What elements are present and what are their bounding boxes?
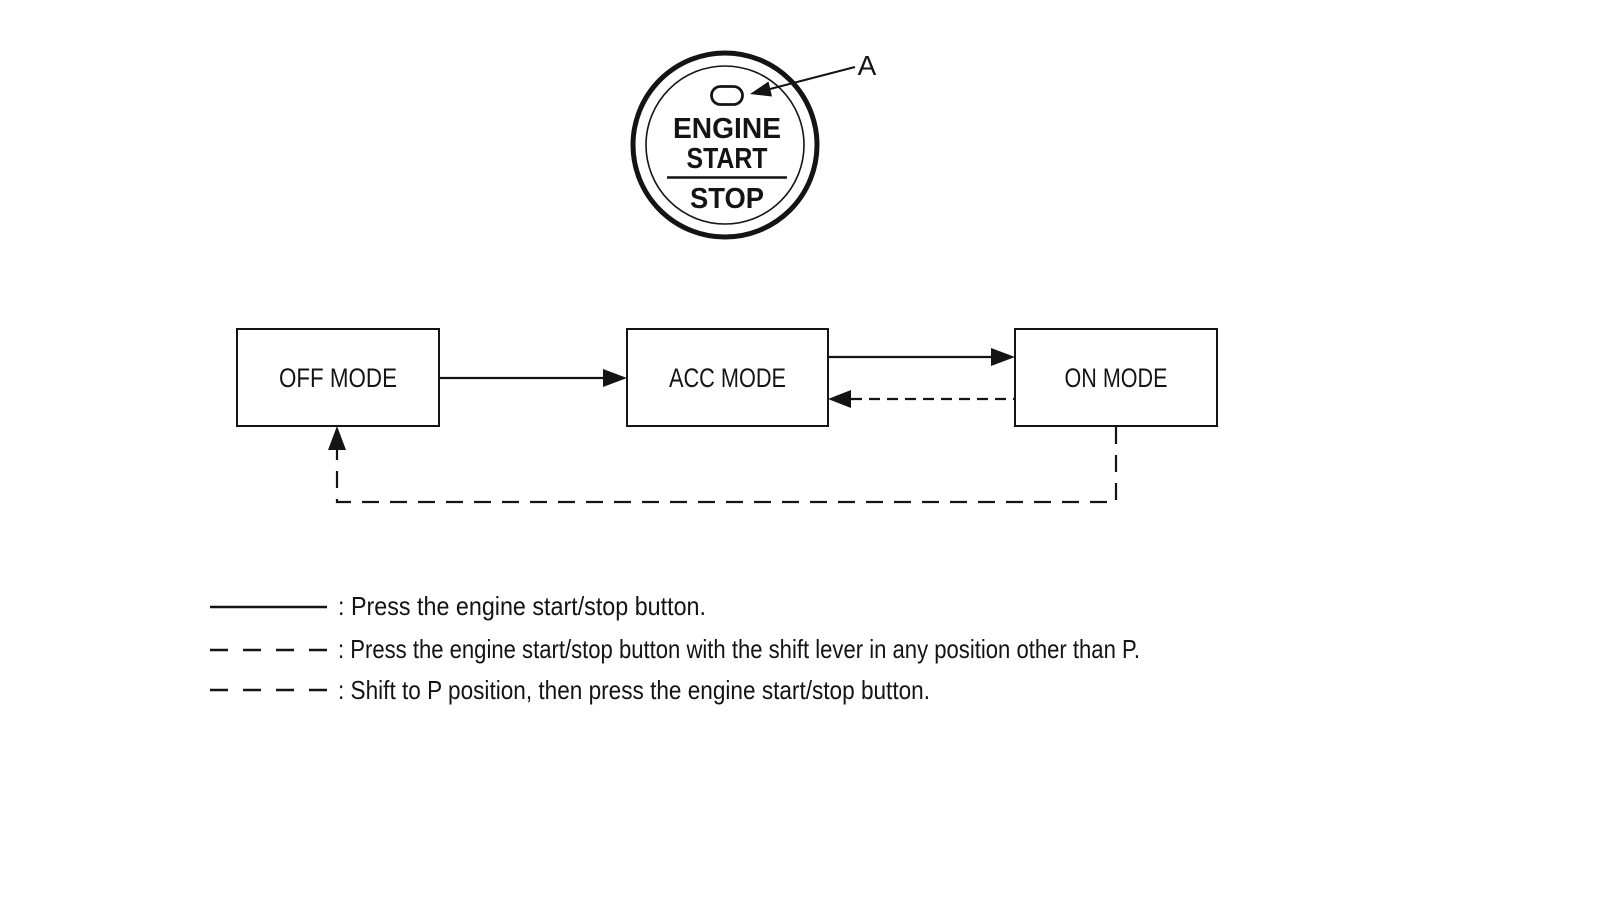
mode-boxes: OFF MODE ACC MODE ON MODE <box>236 328 1218 427</box>
button-label-engine: ENGINE <box>673 113 781 145</box>
arrow-acc-to-on <box>828 348 1015 366</box>
callout-a: A <box>750 50 877 97</box>
legend-row-dashed-2: : Shift to P position, then press the en… <box>210 675 930 705</box>
off-mode-box <box>236 328 440 427</box>
legend-text-dashed-1: : Press the engine start/stop button wit… <box>338 634 1140 664</box>
callout-a-label: A <box>858 50 877 81</box>
transition-arrows <box>328 348 1118 504</box>
button-label-stop: STOP <box>690 183 764 215</box>
legend: : Press the engine start/stop button. : … <box>210 591 1140 705</box>
legend-row-solid: : Press the engine start/stop button. <box>210 591 706 621</box>
indicator-lamp <box>710 85 744 106</box>
arrow-on-to-off-head-icon <box>328 426 346 450</box>
arrow-acc-to-on-head-icon <box>991 348 1015 366</box>
off-mode-label: OFF MODE <box>279 363 397 393</box>
arrow-off-to-acc-head-icon <box>603 369 627 387</box>
arrow-on-to-acc-head-icon <box>828 390 851 408</box>
button-inner-ring <box>645 65 805 225</box>
acc-mode-label: ACC MODE <box>669 363 786 393</box>
legend-text-dashed-2: : Shift to P position, then press the en… <box>338 675 930 705</box>
acc-mode-box <box>626 328 829 427</box>
engine-start-stop-button-illustration: ENGINE START STOP <box>630 50 820 240</box>
button-label-start: START <box>687 143 768 175</box>
arrow-on-to-acc-dashed <box>828 390 1015 408</box>
button-outer-ring <box>630 50 820 240</box>
callout-a-leader-line <box>769 66 856 90</box>
callout-a-arrowhead-icon <box>750 81 772 97</box>
on-mode-box <box>1014 328 1218 427</box>
arrow-on-to-off-dashed <box>328 426 1118 504</box>
legend-text-solid: : Press the engine start/stop button. <box>338 591 706 621</box>
legend-row-dashed-1: : Press the engine start/stop button wit… <box>210 634 1140 664</box>
arrow-off-to-acc <box>439 369 627 387</box>
on-mode-label: ON MODE <box>1065 363 1168 393</box>
